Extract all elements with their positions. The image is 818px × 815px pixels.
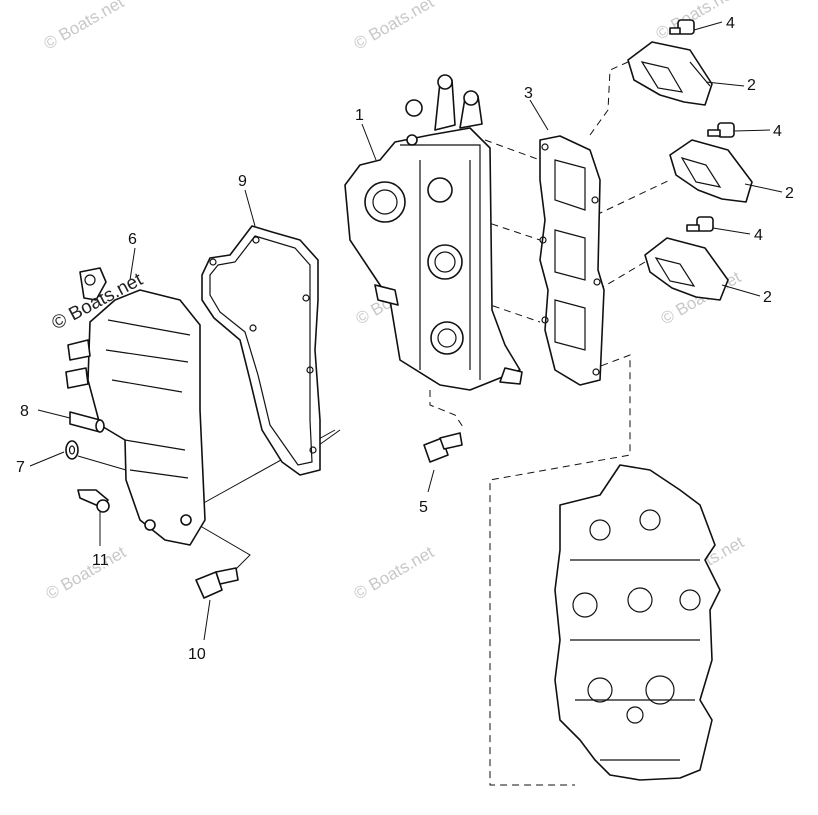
gasket-9 xyxy=(201,225,321,476)
callout-2: 2 xyxy=(747,77,756,94)
gasket-3 xyxy=(539,135,605,386)
assembly-line xyxy=(489,354,631,786)
plug-5 xyxy=(423,432,463,463)
assembly-line xyxy=(479,219,541,241)
pin-8 xyxy=(69,411,105,433)
callout-4: 4 xyxy=(726,15,735,32)
bolt-10 xyxy=(195,567,239,599)
watermark: © Boats.net xyxy=(351,542,438,603)
callout-7: 7 xyxy=(16,459,25,476)
callout-11: 11 xyxy=(92,552,109,569)
screw-4-top xyxy=(669,19,695,35)
exhaust-cover xyxy=(65,267,206,546)
assembly-line xyxy=(597,261,646,291)
reed-valve-top xyxy=(627,41,713,106)
watermark: © Boats.net xyxy=(43,542,130,603)
reed-valve-middle xyxy=(669,139,753,203)
callout-10: 10 xyxy=(188,646,206,663)
reed-valve-bottom xyxy=(644,237,729,301)
washer-7 xyxy=(65,440,79,460)
callout-2: 2 xyxy=(763,289,772,306)
screw-4-bottom xyxy=(686,216,714,232)
callout-1: 1 xyxy=(355,107,364,124)
assembly-line xyxy=(589,61,629,136)
watermark: © Boats.net xyxy=(351,0,438,53)
assembly-line xyxy=(429,390,466,431)
watermark: © Boats.net xyxy=(41,0,128,53)
callout-6: 6 xyxy=(128,231,137,248)
assembly-line xyxy=(595,179,671,216)
callout-4: 4 xyxy=(754,227,763,244)
callout-5: 5 xyxy=(419,499,428,516)
cylinder-head xyxy=(344,74,523,391)
callout-3: 3 xyxy=(524,85,533,102)
callout-labels: 1 2 2 2 3 4 4 4 5 6 7 8 9 10 11 xyxy=(16,15,794,663)
assembly-line xyxy=(484,139,541,161)
callout-9: 9 xyxy=(238,173,247,190)
callout-2: 2 xyxy=(785,185,794,202)
anode-11 xyxy=(77,489,110,513)
leader-lines xyxy=(29,21,783,641)
callout-4: 4 xyxy=(773,123,782,140)
crankcase xyxy=(554,464,721,781)
callout-8: 8 xyxy=(20,403,29,420)
screw-4-middle xyxy=(707,122,735,138)
